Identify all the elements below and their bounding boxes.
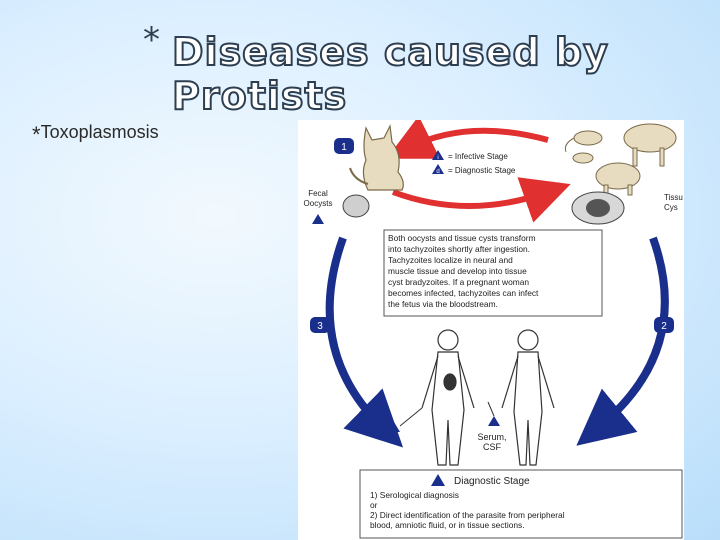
infective-legend-badge: i — [437, 155, 438, 161]
info-line: Both oocysts and tissue cysts transform — [388, 233, 536, 243]
diagnostic-stage-box — [359, 469, 683, 539]
info-line: Tachyzoites localize in neural and — [388, 255, 513, 265]
step-2-label: 2 — [661, 321, 667, 332]
slide-title: Diseases caused by Protists — [171, 29, 609, 119]
life-cycle-diagram: 1 i = Infective Stage d = Diagnostic Sta… — [304, 120, 683, 539]
cat-icon — [349, 123, 404, 191]
step-1-badge — [334, 138, 354, 154]
pointer-line-center — [487, 401, 495, 417]
diagnostic-stage-title: Diagnostic Stage — [454, 476, 530, 487]
serum-label-1: Serum, — [477, 432, 506, 442]
step-3-label: 3 — [317, 321, 323, 332]
oocyst-icon — [342, 194, 370, 218]
diagnostic-legend-badge: d — [436, 169, 439, 175]
serum-label-2: CSF — [483, 442, 502, 452]
tissue-label-1: Tissu — [664, 193, 683, 202]
arrow-top-red — [386, 120, 549, 159]
human-female-icon — [421, 329, 475, 466]
diagnostic-legend: = Diagnostic Stage — [448, 166, 516, 175]
info-box — [383, 229, 603, 317]
info-line: becomes infected, tachyzoites can infect — [388, 288, 539, 298]
human-male-icon — [501, 329, 555, 466]
fecal-label-2: Oocysts — [304, 199, 333, 208]
step-2-badge — [654, 317, 674, 333]
diagnostic-marker-center — [488, 416, 500, 426]
info-line: cyst bradyzoites. If a pregnant woman — [388, 277, 529, 287]
info-text: Both oocysts and tissue cysts transformi… — [388, 233, 539, 309]
info-line: the fetus via the bloodstream. — [388, 299, 498, 309]
info-line: into tachyzoites shortly after ingestion… — [388, 244, 530, 254]
sheep-icon — [623, 123, 677, 167]
step-3-badge — [310, 317, 330, 333]
diagnostic-line: blood, amniotic fluid, or in tissue sect… — [370, 520, 525, 530]
info-line: muscle tissue and develop into tissue — [388, 266, 527, 276]
diagnostic-line: 1) Serological diagnosis — [370, 490, 459, 500]
diagnostic-marker-left — [388, 422, 400, 432]
tissue-cyst-core — [586, 199, 610, 217]
rat-icon — [564, 130, 603, 153]
bird-icon — [572, 152, 594, 164]
infective-marker-left — [312, 214, 324, 224]
life-cycle-figure: 1 i = Infective Stage d = Diagnostic Sta… — [298, 120, 684, 540]
diagnostic-legend-icon — [432, 164, 444, 174]
title-marker: * — [143, 20, 160, 60]
pointer-line-left — [399, 407, 423, 427]
infective-legend-icon — [432, 150, 444, 160]
diagnostic-stage-icon — [431, 474, 445, 486]
step-1-label: 1 — [341, 142, 347, 153]
arrow-right-blue — [576, 236, 669, 446]
fecal-label-1: Fecal — [308, 189, 328, 198]
diagnostic-line: 2) Direct identification of the parasite… — [370, 510, 565, 520]
bullet-item: *Toxoplasmosis — [32, 122, 159, 148]
bullet-marker: * — [32, 122, 41, 147]
diagnostic-line: or — [370, 500, 378, 510]
arrow-bottom-red — [391, 177, 571, 223]
arrow-left-blue — [325, 236, 404, 448]
infective-legend: = Infective Stage — [448, 152, 508, 161]
tissue-label-2: Cys — [664, 203, 678, 212]
pig-icon — [595, 162, 641, 196]
bullet-text: Toxoplasmosis — [40, 122, 159, 142]
